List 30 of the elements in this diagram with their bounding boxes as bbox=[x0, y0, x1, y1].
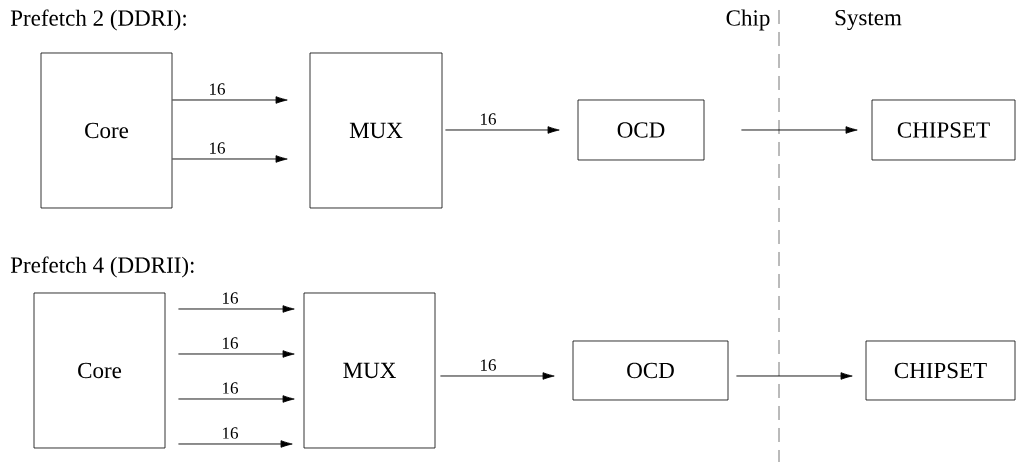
arrow bbox=[171, 96, 288, 104]
region-label: System bbox=[835, 9, 902, 31]
arrow bbox=[171, 155, 288, 163]
arrow bbox=[177, 350, 295, 358]
arrow bbox=[177, 440, 293, 448]
edge-label: 16 bbox=[478, 358, 498, 372]
heading: Prefetch 2 (DDRI): bbox=[10, 9, 186, 31]
arrow bbox=[735, 372, 853, 380]
block-box: CHIPSET bbox=[871, 99, 1016, 161]
arrow bbox=[740, 126, 858, 134]
arrow bbox=[177, 395, 295, 403]
edge-label: 16 bbox=[220, 291, 240, 305]
block-box: OCD bbox=[572, 340, 729, 401]
arrow bbox=[177, 305, 295, 313]
block-box: Core bbox=[33, 292, 166, 449]
arrow bbox=[439, 372, 555, 380]
block-box: Core bbox=[40, 52, 173, 209]
edge-label: 16 bbox=[220, 336, 240, 350]
edge-label: 16 bbox=[220, 426, 240, 440]
edge-label: 16 bbox=[478, 112, 498, 126]
block-box: CHIPSET bbox=[865, 340, 1016, 401]
edge-label: 16 bbox=[220, 381, 240, 395]
block-box: MUX bbox=[309, 52, 443, 209]
region-label: Chip bbox=[726, 9, 770, 31]
block-box: MUX bbox=[303, 292, 436, 449]
block-box: OCD bbox=[577, 99, 705, 161]
edge-label: 16 bbox=[207, 82, 227, 96]
arrow bbox=[444, 126, 560, 134]
heading: Prefetch 4 (DDRII): bbox=[10, 256, 194, 278]
edge-label: 16 bbox=[207, 141, 227, 155]
